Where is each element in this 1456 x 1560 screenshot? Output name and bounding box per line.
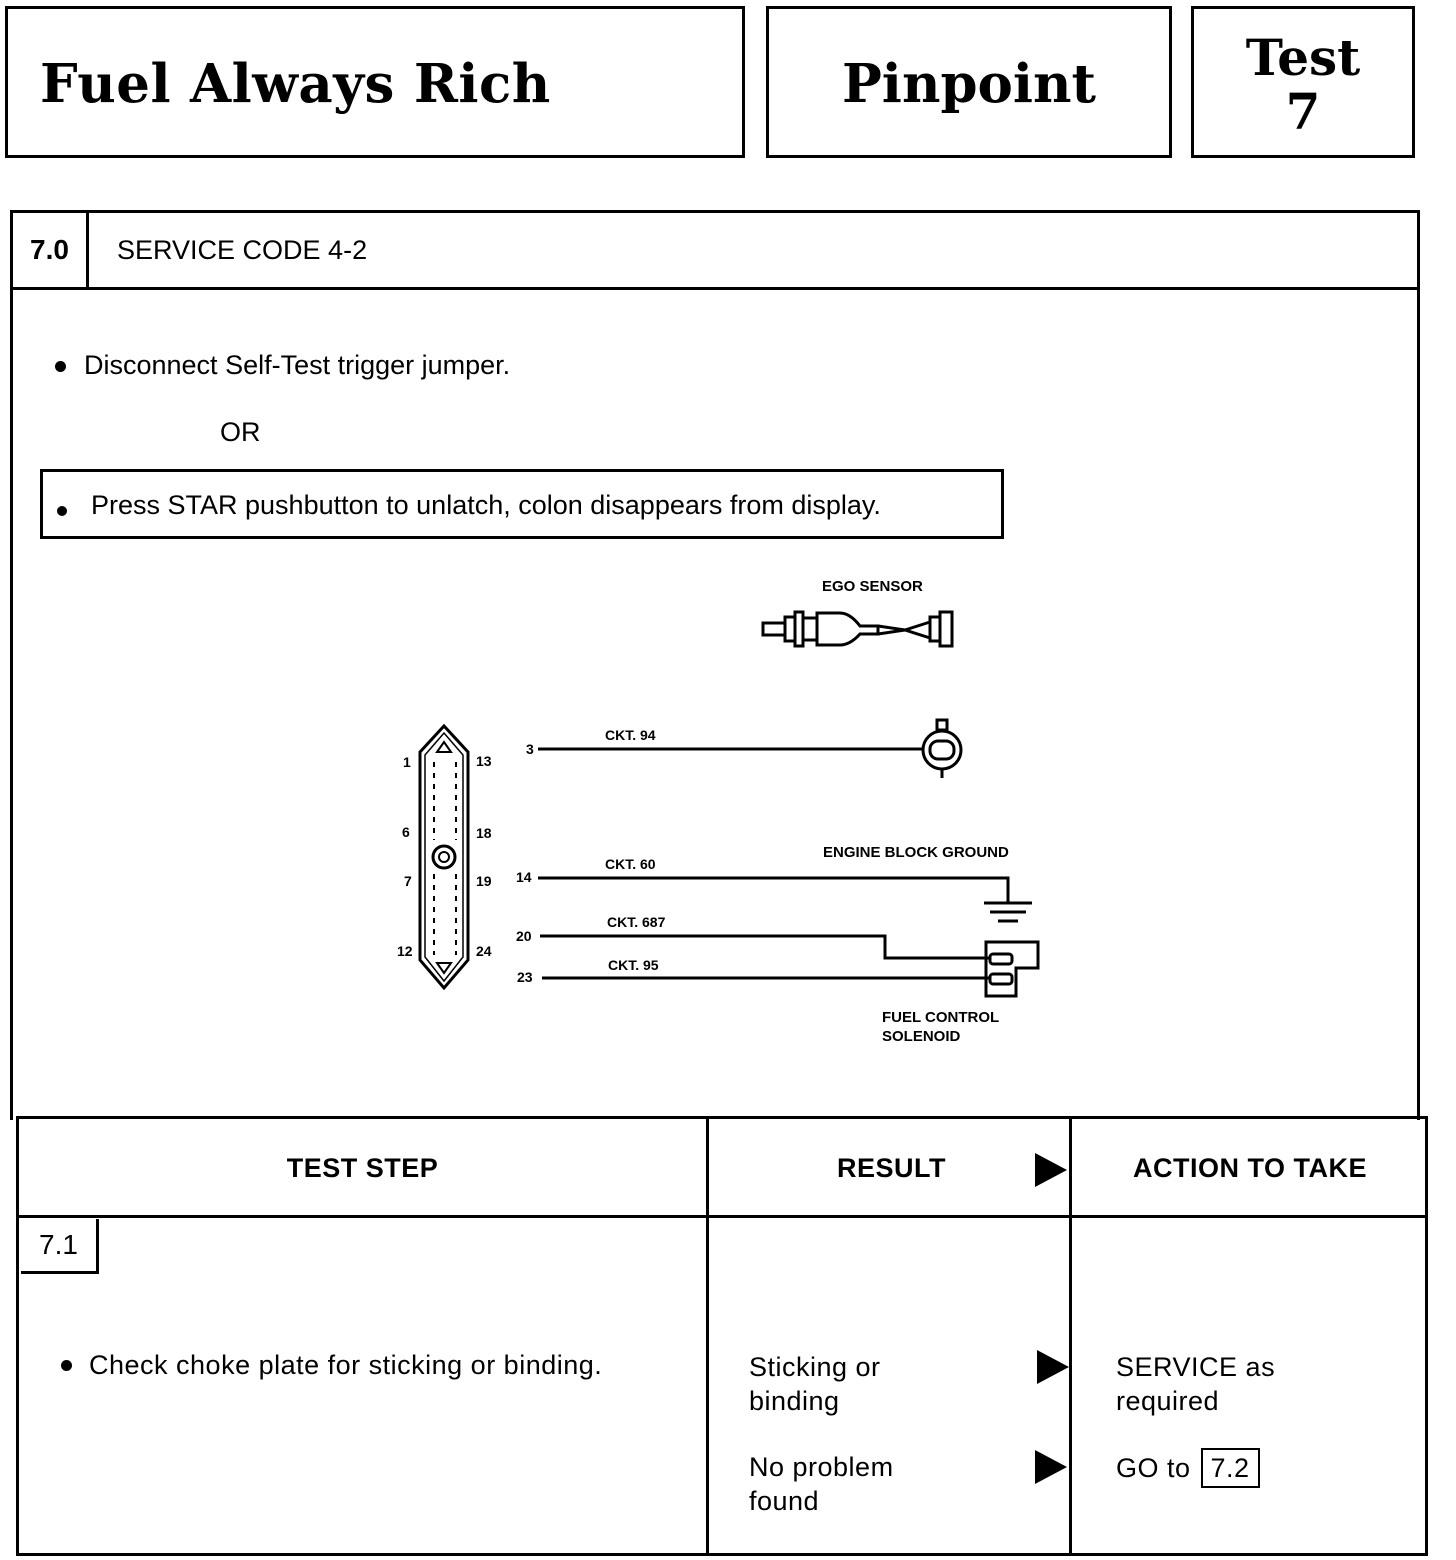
circuit-label: CKT. 94 — [605, 727, 656, 743]
ecu-connector-icon — [418, 723, 470, 991]
fuel-control-label: FUEL CONTROL — [882, 1009, 999, 1026]
ground-icon — [984, 901, 1032, 923]
header-test-box: Test 7 — [1191, 6, 1415, 158]
action-line: SERVICE as — [1116, 1352, 1276, 1382]
result-sticking: Sticking or binding — [749, 1350, 881, 1418]
circuit-label: CKT. 60 — [605, 856, 656, 872]
header-title-box: Fuel Always Rich — [5, 6, 745, 158]
ego-sensor-icon — [761, 610, 954, 648]
step-instruction: Check choke plate for sticking or bindin… — [89, 1350, 603, 1380]
step-number: 7.1 — [21, 1219, 99, 1274]
section-title: SERVICE CODE 4-2 — [117, 235, 368, 265]
column-divider — [706, 1119, 709, 1553]
wire-ckt-687 — [540, 934, 990, 960]
column-header-result: RESULT — [837, 1153, 946, 1183]
result-line: No problem — [749, 1452, 894, 1482]
pin-19-label: 19 — [476, 873, 492, 889]
pin-24-label: 24 — [476, 943, 492, 959]
bullet-icon — [61, 1360, 72, 1371]
instruction-star: Press STAR pushbutton to unlatch, colon … — [91, 490, 881, 520]
arrow-right-icon — [1037, 1350, 1069, 1384]
arrow-right-icon — [1035, 1153, 1067, 1187]
action-goto: GO to 7.2 — [1116, 1448, 1260, 1488]
bullet-icon — [57, 506, 67, 516]
section-number: 7.0 — [13, 213, 89, 287]
action-service: SERVICE as required — [1116, 1350, 1275, 1418]
column-header-action: ACTION TO TAKE — [1133, 1153, 1367, 1183]
test-label: Test — [1245, 28, 1361, 87]
circuit-pin-label: 23 — [517, 969, 533, 985]
arrow-right-icon — [1035, 1450, 1067, 1484]
circuit-label: CKT. 95 — [608, 957, 659, 973]
circuit-label: CKT. 687 — [607, 914, 666, 930]
engine-block-ground-label: ENGINE BLOCK GROUND — [823, 844, 1009, 861]
section-type: Pinpoint — [841, 53, 1097, 115]
pin-6-label: 6 — [402, 824, 410, 840]
ego-connector-icon — [921, 718, 963, 778]
goto-step-ref[interactable]: 7.2 — [1200, 1448, 1260, 1488]
result-line: binding — [749, 1386, 840, 1416]
instruction-or: OR — [220, 417, 261, 447]
pin-12-label: 12 — [397, 943, 413, 959]
action-goto-text: GO to — [1116, 1453, 1191, 1483]
fuel-control-solenoid-icon — [984, 940, 1040, 998]
test-number: 7 — [1285, 82, 1321, 141]
column-header-test-step: TEST STEP — [286, 1153, 439, 1183]
wire-ckt-60 — [538, 876, 1010, 902]
pin-13-label: 13 — [476, 753, 492, 769]
instruction-disconnect: Disconnect Self-Test trigger jumper. — [84, 350, 511, 380]
result-line: found — [749, 1486, 820, 1516]
star-instruction-box: Press STAR pushbutton to unlatch, colon … — [40, 469, 1004, 539]
circuit-pin-label: 3 — [526, 741, 534, 757]
bullet-icon — [55, 361, 66, 372]
result-line: Sticking or — [749, 1352, 881, 1382]
solenoid-label: SOLENOID — [882, 1028, 961, 1045]
pin-7-label: 7 — [404, 873, 412, 889]
pin-18-label: 18 — [476, 825, 492, 841]
action-line: required — [1116, 1386, 1220, 1416]
ego-sensor-label: EGO SENSOR — [822, 578, 923, 595]
column-divider — [1069, 1119, 1072, 1553]
section-header-row: 7.0 SERVICE CODE 4-2 — [13, 213, 1417, 290]
header-section-box: Pinpoint — [766, 6, 1172, 158]
test-step-table: TEST STEP RESULT ACTION TO TAKE 7.1 Chec… — [16, 1116, 1428, 1556]
result-no-problem: No problem found — [749, 1450, 894, 1518]
circuit-pin-label: 20 — [516, 928, 532, 944]
header-divider — [19, 1215, 1425, 1218]
circuit-pin-label: 14 — [516, 869, 532, 885]
service-code-section: 7.0 SERVICE CODE 4-2 — [10, 210, 1420, 1120]
page-title: Fuel Always Rich — [40, 53, 551, 115]
pin-1-label: 1 — [403, 754, 411, 770]
